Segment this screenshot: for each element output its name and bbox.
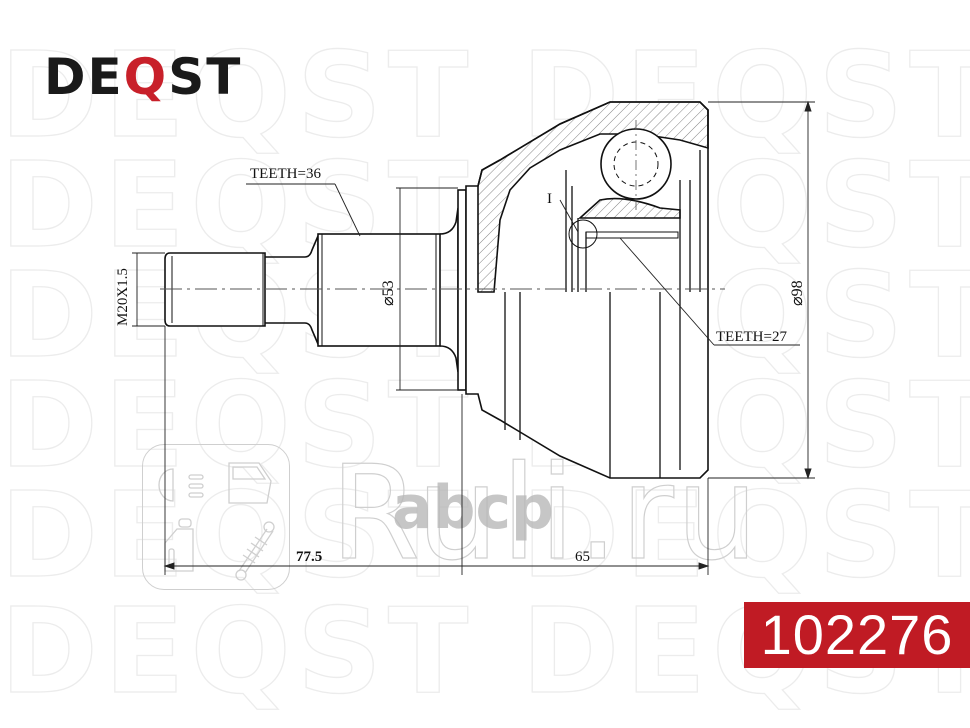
deqst-logo: DEQST — [44, 52, 242, 102]
abcp-watermark: abcp — [392, 473, 554, 543]
shaft-neck — [265, 235, 319, 345]
category-icon-tile — [142, 444, 290, 590]
length-77-5-label: 77.5 — [296, 549, 323, 565]
teeth-36-label: TEETH=36 — [250, 166, 321, 182]
headlight-icon — [158, 468, 204, 502]
thread-spec-label: M20X1.5 — [115, 268, 131, 326]
shaft-diameter-label: ⌀53 — [380, 280, 397, 306]
detail-marker-label: I — [547, 191, 552, 207]
teeth-27-label: TEETH=27 — [716, 329, 787, 345]
car-door-icon — [228, 462, 272, 504]
logo-text-prefix: DE — [44, 48, 124, 106]
length-65-label: 65 — [575, 549, 590, 565]
logo-q-mark: Q — [123, 48, 169, 106]
part-number-badge: 102276 — [744, 602, 970, 668]
housing-diameter-label: ⌀98 — [789, 280, 806, 306]
logo-text-suffix: ST — [168, 48, 243, 106]
splined-shaft — [317, 233, 441, 347]
